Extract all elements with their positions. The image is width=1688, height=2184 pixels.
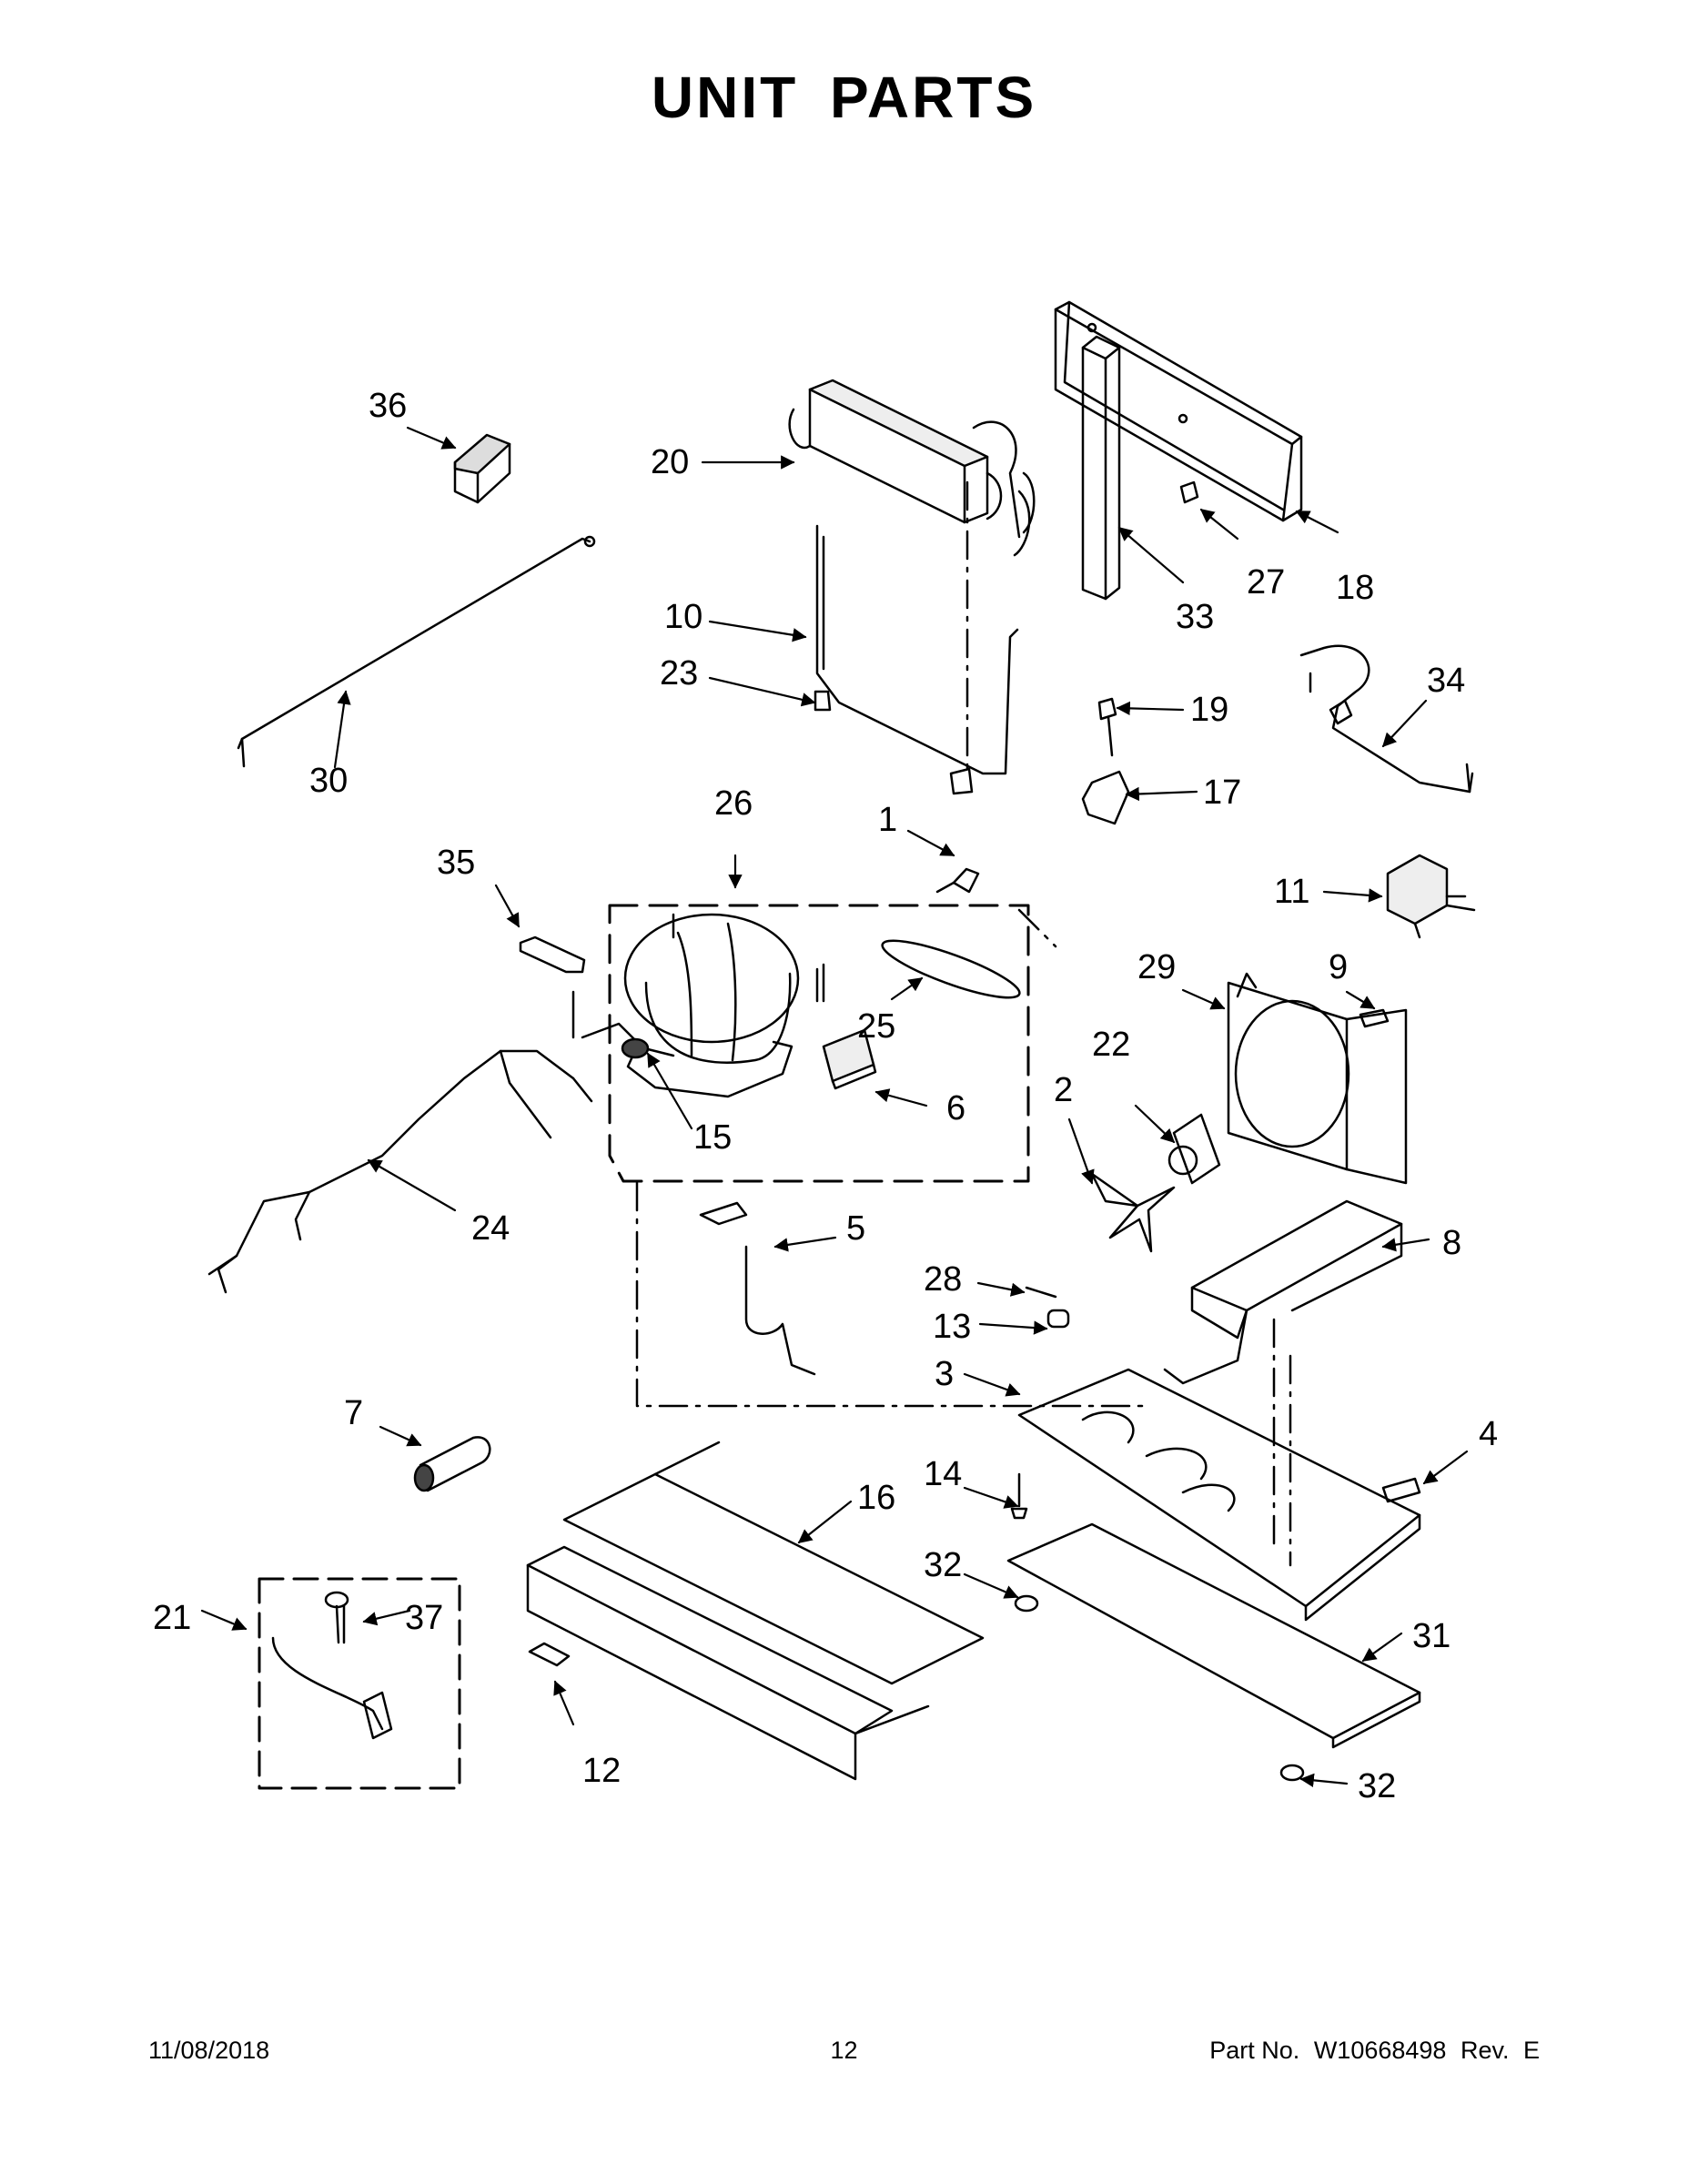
callout-2: 2 xyxy=(1054,1071,1073,1109)
compressor-group-box xyxy=(608,904,1030,1183)
overload-part xyxy=(1386,854,1476,939)
wire-harness-part xyxy=(207,1049,593,1294)
clip-part xyxy=(1179,480,1199,504)
fan-shroud-part xyxy=(1227,972,1408,1185)
callout-22: 22 xyxy=(1092,1026,1130,1064)
callout-16: 16 xyxy=(857,1479,895,1517)
page-title: UNIT PARTS xyxy=(651,65,1037,130)
callout-1: 1 xyxy=(878,801,897,839)
callout-23: 23 xyxy=(660,654,698,693)
footer-part-no-label: Part No. xyxy=(1209,2037,1300,2064)
callout-9: 9 xyxy=(1329,948,1348,986)
control-board-part xyxy=(453,433,511,504)
foot-part xyxy=(1014,1594,1305,1782)
footer-part-no: W10668498 xyxy=(1313,2037,1447,2064)
thermistor-group-box xyxy=(258,1577,461,1790)
callout-15: 15 xyxy=(693,1118,732,1157)
screw-part-14 xyxy=(1010,1472,1028,1520)
grommet-part xyxy=(621,1037,650,1059)
callout-31: 31 xyxy=(1412,1617,1450,1655)
callout-8: 8 xyxy=(1442,1224,1461,1262)
drier-tubing-part xyxy=(1299,644,1474,794)
defrost-heater-part xyxy=(814,524,1019,795)
screw-part-4 xyxy=(1381,1477,1421,1503)
callout-25: 25 xyxy=(857,1007,895,1046)
relay-part xyxy=(822,1028,877,1090)
callout-7: 7 xyxy=(344,1394,363,1432)
callout-11: 11 xyxy=(1274,873,1309,911)
callout-27: 27 xyxy=(1247,563,1285,602)
fan-motor-part xyxy=(1167,1113,1221,1185)
callout-14: 14 xyxy=(924,1455,962,1493)
callout-19: 19 xyxy=(1190,691,1228,729)
fan-blade-part xyxy=(1090,1172,1176,1253)
callout-18: 18 xyxy=(1336,569,1374,607)
condenser-coil-part xyxy=(788,379,1036,557)
callout-20: 20 xyxy=(651,443,689,481)
mounting-channel-part xyxy=(1054,300,1303,522)
callout-24: 24 xyxy=(471,1209,510,1248)
cover-plate-part xyxy=(1006,1522,1421,1749)
callout-12: 12 xyxy=(582,1752,621,1790)
callout-17: 17 xyxy=(1203,774,1241,812)
callout-30: 30 xyxy=(309,762,348,800)
cable-part xyxy=(237,535,596,768)
drain-pan-part xyxy=(1163,1199,1403,1385)
callout-29: 29 xyxy=(1137,948,1176,986)
callout-33: 33 xyxy=(1176,598,1214,636)
thermistor-part xyxy=(271,1591,393,1740)
strap-part xyxy=(519,935,586,974)
footer-rev: E xyxy=(1522,2037,1540,2064)
callout-32-upper: 32 xyxy=(924,1546,962,1584)
callout-21: 21 xyxy=(153,1599,191,1637)
footer-part-info: Part No. W10668498 Rev. E xyxy=(1202,2037,1540,2065)
drier-part xyxy=(881,939,1021,999)
callout-4: 4 xyxy=(1479,1415,1498,1453)
clip-part-12 xyxy=(528,1642,571,1667)
bolt-part xyxy=(935,867,980,894)
callout-36: 36 xyxy=(369,387,407,425)
footer-rev-label: Rev. xyxy=(1460,2037,1510,2064)
callout-13: 13 xyxy=(933,1308,971,1346)
callout-6: 6 xyxy=(946,1089,965,1127)
footer-page-number: 12 xyxy=(830,2037,858,2064)
callout-5: 5 xyxy=(846,1209,865,1248)
callout-10: 10 xyxy=(664,598,702,636)
bracket-part xyxy=(1081,335,1121,601)
condenser-part xyxy=(526,1441,985,1781)
callout-28: 28 xyxy=(924,1260,962,1299)
callout-37: 37 xyxy=(405,1599,443,1637)
footer-date: 11/08/2018 xyxy=(148,2037,270,2064)
callout-34: 34 xyxy=(1427,662,1465,700)
drain-tube-part xyxy=(699,1201,816,1376)
callout-32-lower: 32 xyxy=(1358,1767,1396,1805)
callout-35: 35 xyxy=(437,844,475,882)
foam-tube-part xyxy=(413,1436,491,1492)
screw-part xyxy=(1359,1008,1390,1028)
callout-leaders xyxy=(200,426,1469,1788)
callout-3: 3 xyxy=(935,1355,954,1393)
fastener-parts xyxy=(1025,1286,1070,1329)
callout-26: 26 xyxy=(714,784,753,823)
base-plate-part xyxy=(1017,1368,1421,1622)
screw-and-bracket-part xyxy=(1081,697,1130,825)
